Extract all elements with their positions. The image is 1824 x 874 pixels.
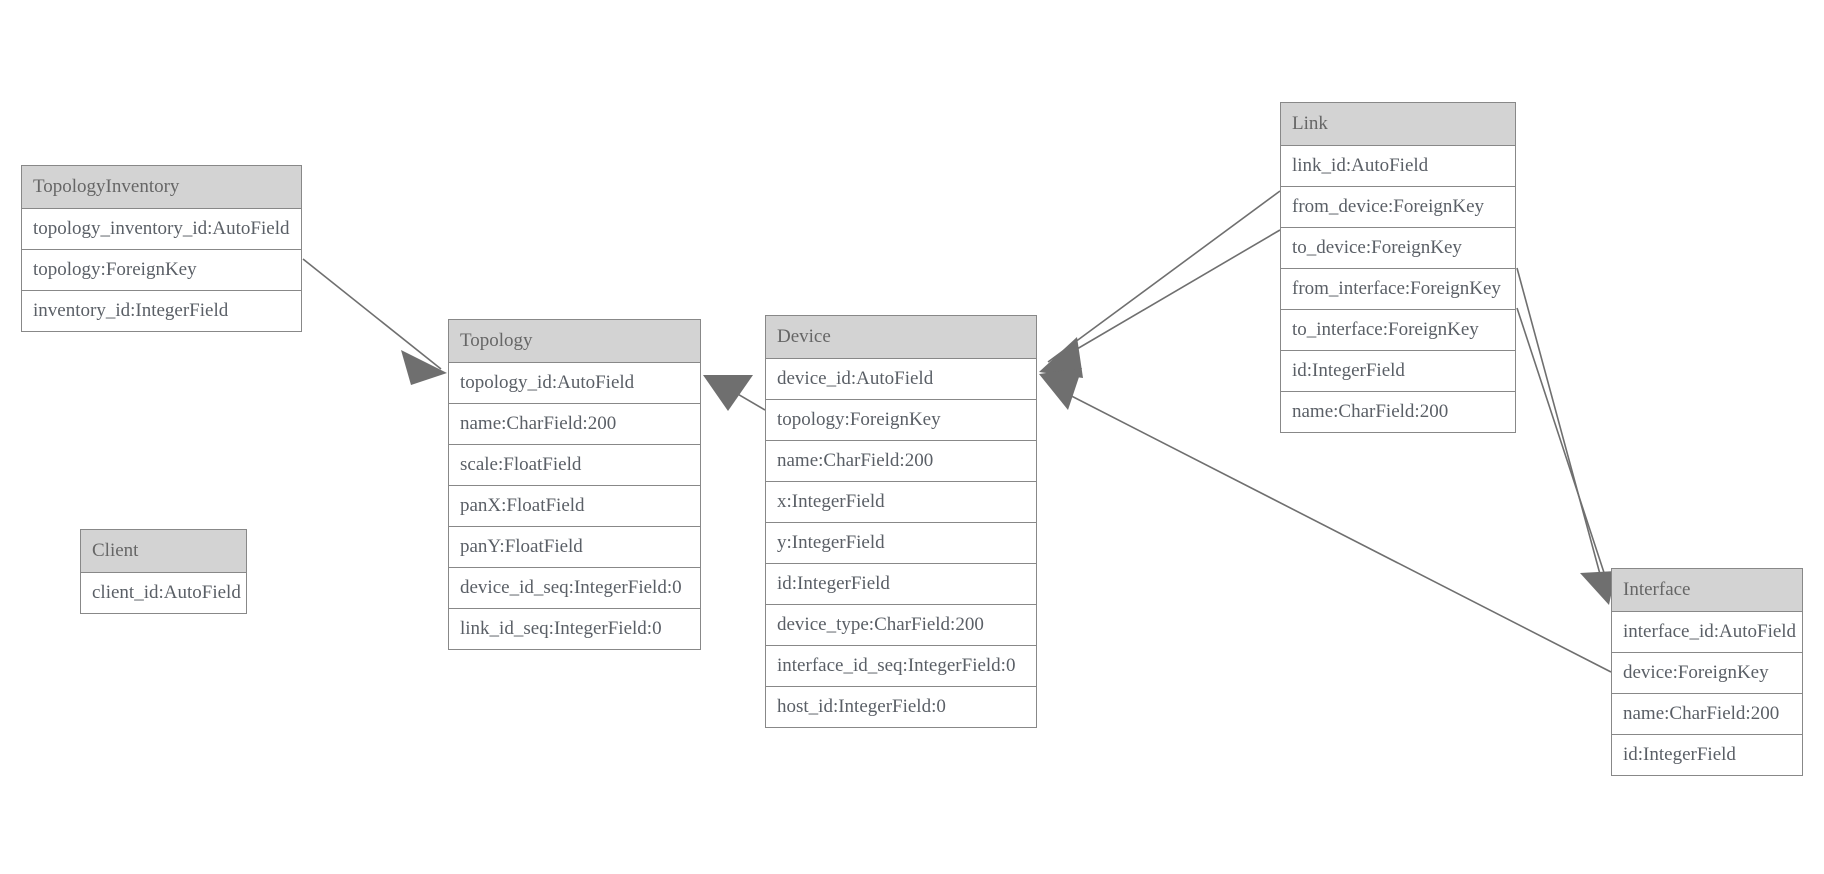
entity-field: client_id:AutoField bbox=[92, 582, 241, 603]
entity-field: device_id_seq:IntegerField:0 bbox=[449, 568, 700, 609]
entity-field: panX:FloatField bbox=[449, 486, 700, 527]
entity-topologyinventory[interactable]: TopologyInventory topology_inventory_id:… bbox=[21, 165, 302, 332]
entity-field: panY:FloatField bbox=[449, 527, 700, 568]
edge-device-to-topology bbox=[711, 378, 766, 411]
arrowhead-device-right-upper bbox=[1039, 337, 1083, 378]
entity-field: interface_id_seq:IntegerField:0 bbox=[766, 646, 1036, 687]
arrowhead-device-right-lower bbox=[1039, 368, 1082, 410]
entity-field: topology_id:AutoField bbox=[449, 363, 700, 404]
entity-device[interactable]: Device device_id:AutoField topology:Fore… bbox=[765, 315, 1037, 728]
entity-client[interactable]: Client client_id:AutoField bbox=[80, 529, 247, 614]
entity-field: to_device:ForeignKey bbox=[1281, 228, 1515, 269]
entity-field: name:CharField:200 bbox=[449, 404, 700, 445]
entity-title: Interface bbox=[1612, 569, 1802, 612]
entity-field: link_id:AutoField bbox=[1281, 146, 1515, 187]
arrowhead-topology-right bbox=[703, 375, 753, 411]
entity-topology[interactable]: Topology topology_id:AutoField name:Char… bbox=[448, 319, 701, 650]
edge-link-from-device-to-device bbox=[1047, 190, 1281, 363]
entity-field: topology_inventory_id:AutoField bbox=[22, 209, 301, 250]
entity-title: TopologyInventory bbox=[22, 166, 301, 209]
entity-field: link_id_seq:IntegerField:0 bbox=[460, 618, 662, 639]
entity-field: id:IntegerField bbox=[1281, 351, 1515, 392]
arrowhead-topology-left bbox=[401, 350, 447, 385]
entity-field: device:ForeignKey bbox=[1612, 653, 1802, 694]
entity-field: name:CharField:200 bbox=[1612, 694, 1802, 735]
entity-link[interactable]: Link link_id:AutoField from_device:Forei… bbox=[1280, 102, 1516, 433]
entity-field: topology:ForeignKey bbox=[22, 250, 301, 291]
entity-interface[interactable]: Interface interface_id:AutoField device:… bbox=[1611, 568, 1803, 776]
entity-field: to_interface:ForeignKey bbox=[1281, 310, 1515, 351]
entity-field: device_type:CharField:200 bbox=[766, 605, 1036, 646]
entity-field: x:IntegerField bbox=[766, 482, 1036, 523]
entity-field: id:IntegerField bbox=[766, 564, 1036, 605]
edge-topologyinventory-to-topology bbox=[302, 258, 442, 370]
entity-field: y:IntegerField bbox=[766, 523, 1036, 564]
entity-field: host_id:IntegerField:0 bbox=[777, 696, 946, 717]
entity-field: name:CharField:200 bbox=[766, 441, 1036, 482]
entity-field: scale:FloatField bbox=[449, 445, 700, 486]
entity-field: name:CharField:200 bbox=[1292, 401, 1449, 422]
entity-field: from_interface:ForeignKey bbox=[1281, 269, 1515, 310]
edge-link-to-device-to-device bbox=[1047, 229, 1281, 367]
entity-title: Client bbox=[81, 530, 246, 573]
edge-link-from-interface-to-interface bbox=[1516, 267, 1608, 601]
entity-field: from_device:ForeignKey bbox=[1281, 187, 1515, 228]
entity-field: interface_id:AutoField bbox=[1612, 612, 1802, 653]
entity-title: Topology bbox=[449, 320, 700, 363]
entity-field: device_id:AutoField bbox=[766, 359, 1036, 400]
entity-field: inventory_id:IntegerField bbox=[33, 300, 229, 321]
entity-title: Device bbox=[766, 316, 1036, 359]
entity-field: topology:ForeignKey bbox=[766, 400, 1036, 441]
entity-field: id:IntegerField bbox=[1623, 744, 1736, 765]
edge-link-to-interface-to-interface bbox=[1516, 307, 1614, 601]
entity-title: Link bbox=[1281, 103, 1515, 146]
